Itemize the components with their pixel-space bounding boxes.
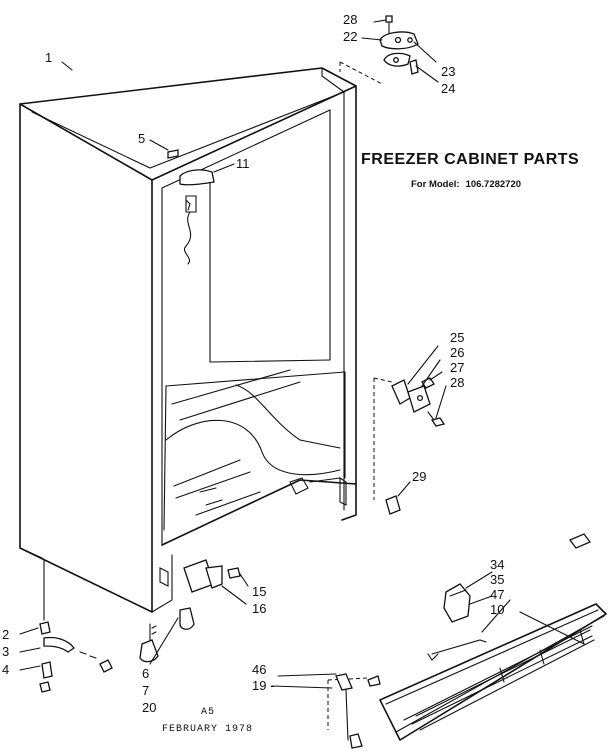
lower-hinge-bracket [179, 559, 249, 630]
top-hinge-assembly [361, 15, 439, 83]
callout-25: 25 [450, 330, 464, 345]
base-grille-assembly [379, 533, 607, 741]
callout-27: 27 [450, 360, 464, 375]
callout-11: 11 [236, 156, 250, 171]
callout-29: 29 [412, 469, 426, 484]
model-prefix: For Model: [411, 179, 460, 190]
lower-left-hardware [19, 559, 179, 693]
callout-23: 23 [441, 64, 455, 79]
callout-16: 16 [252, 601, 266, 616]
callout-4: 4 [2, 662, 9, 677]
diagram-title: FREEZER CABINET PARTS [361, 151, 580, 168]
callout-28: 28 [343, 12, 357, 27]
callout-22: 22 [343, 29, 357, 44]
leader-part-1 [61, 61, 73, 71]
callout-34: 34 [490, 557, 504, 572]
callout-28b: 28 [450, 375, 464, 390]
callout-46: 46 [252, 662, 266, 677]
callout-35: 35 [490, 572, 504, 587]
callout-24: 24 [441, 81, 455, 96]
publication-date: FEBRUARY 1978 [162, 724, 254, 735]
callout-26: 26 [450, 345, 464, 360]
lower-center-hardware [271, 673, 381, 749]
cabinet-shell [19, 61, 383, 613]
callout-5: 5 [138, 131, 145, 146]
small-bracket-29 [385, 481, 411, 515]
callout-15: 15 [252, 584, 266, 599]
middle-hinge-bracket [373, 345, 447, 500]
callout-47: 47 [490, 587, 504, 602]
model-line: For Model: 106.7282720 [411, 179, 527, 190]
callout-6: 6 [142, 666, 149, 681]
model-number: 106.7282720 [465, 179, 522, 190]
top-screw-and-latch [149, 139, 235, 265]
callout-1: 1 [45, 50, 52, 65]
callout-20: 20 [142, 700, 156, 715]
callout-3: 3 [2, 644, 9, 659]
callout-10: 10 [490, 602, 504, 617]
callout-7: 7 [142, 683, 149, 698]
callout-2: 2 [2, 627, 9, 642]
callout-19: 19 - [252, 678, 274, 693]
callout-labels: 1 28 22 23 24 5 11 25 26 27 28 29 34 35 … [2, 12, 504, 715]
page-code: A5 [201, 707, 216, 718]
